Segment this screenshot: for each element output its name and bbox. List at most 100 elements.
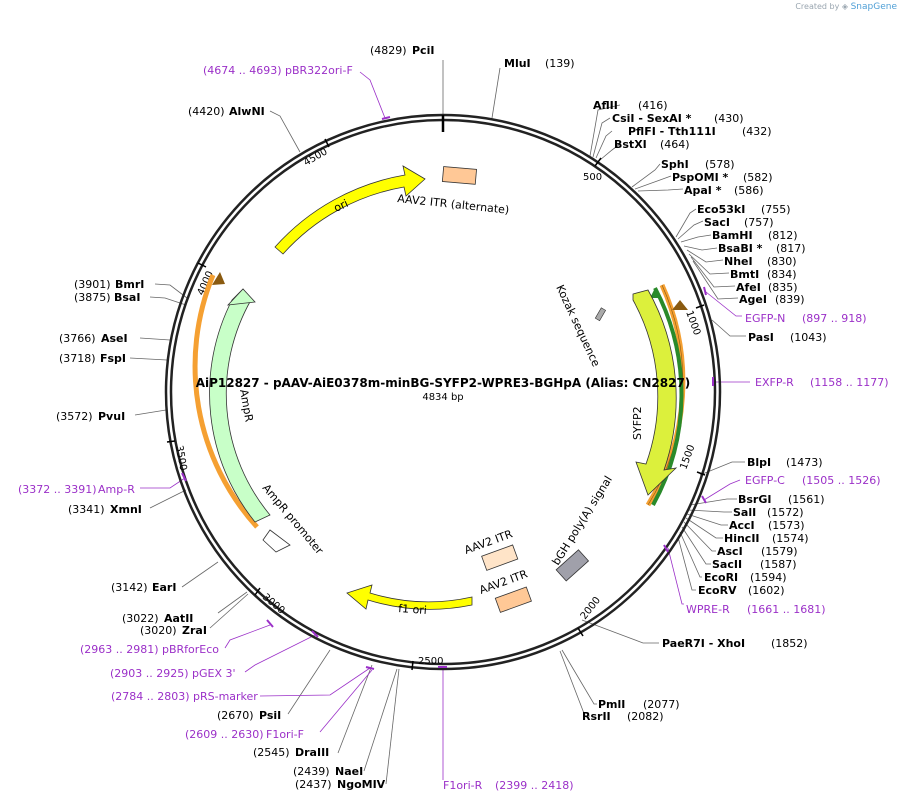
snapgene-brand: Created by ◈ SnapGene [795,2,897,12]
aav2-itr-b-feature [494,586,532,613]
primer-leader-lines [140,71,750,780]
aav2-itr-a-feature [481,544,519,571]
site-pos: (1594) [750,571,787,584]
primer-range: (897 .. 918) [802,312,867,325]
snapgene-name: SnapGene [850,2,897,12]
primer-marks [181,116,714,670]
site-name: ApaI * [684,184,722,197]
site-name: PspOMI * [672,171,729,184]
site-name: AseI [101,332,128,345]
site-pos: (1852) [771,637,808,650]
aav2-itr-alt-label: AAV2 ITR (alternate) [397,192,510,217]
orange-arc-left [192,274,259,529]
primer-range: (1158 .. 1177) [810,376,889,389]
site-pos: (755) [761,203,791,216]
site-pos: (757) [744,216,774,229]
site-pos: (432) [742,125,772,138]
site-name: RsrII [582,710,611,723]
kozak-feature [594,307,607,322]
site-name: BstXI [614,138,647,151]
tick-label-2500: 2500 [418,656,443,667]
bgh-feature [555,549,590,582]
site-pos: (1572) [767,506,804,519]
site-pos: (3020) [140,624,177,637]
site-name: AflII [593,99,618,112]
sygfp-label: SYFP2 [631,406,644,440]
sygfp-feature [632,289,678,496]
site-pos: (817) [776,242,806,255]
plasmid-title: AiP12827 - pAAV-AiE0378m-minBG-SYFP2-WPR… [196,376,691,390]
ori-label: ori [332,197,350,215]
tick-label-3500: 3500 [173,445,188,472]
site-pos: (2077) [643,698,680,711]
site-name: PflFI - Tth111I [628,125,716,138]
site-pos: (582) [743,171,773,184]
orange-arc-left-arrow [212,272,225,285]
primer-name: pBR322ori-F [285,64,353,77]
site-name: BmrI [115,278,144,291]
plasmid-length: 4834 bp [422,392,463,403]
site-name: EcoRV [698,584,737,597]
site-name: CsiI - SexAI * [612,112,692,125]
site-name: PasI [748,331,774,344]
site-pos: (578) [705,158,735,171]
f1ori-feature [346,584,473,610]
primer-name: pBRforEco [162,643,219,656]
snapgene-logo-icon: ◈ [841,2,849,11]
ampr-promoter-feature [262,529,291,553]
site-pos: (1473) [786,456,823,469]
site-pos: (416) [638,99,668,112]
tick-label-2000: 2000 [579,595,603,622]
primer-name: EXFP-R [755,376,794,389]
site-pos: (812) [768,229,798,242]
site-name: SphI [661,158,689,171]
site-name: AccI [729,519,755,532]
orange-arc-right-arrow [672,300,688,310]
site-pos: (3718) [59,352,96,365]
site-name: NgoMIV [337,778,386,791]
sites-right: MluI (139) AflII (416) CsiI - SexAI * (4… [504,57,827,723]
site-name: SacI [704,216,730,229]
site-name: BamHI [712,229,753,242]
site-pos: (3572) [56,410,93,423]
tick-marks [166,138,706,671]
site-name: PmlI [598,698,625,711]
site-name: AscI [717,545,743,558]
site-pos: (1602) [748,584,785,597]
site-pos: (830) [767,255,797,268]
site-pos: (2437) [295,778,332,791]
site-name: FspI [100,352,126,365]
primer-name: F1ori-R [443,779,483,792]
ampr-label: AmpR [237,388,256,423]
tick-label-500: 500 [583,172,602,183]
site-pos: (1587) [760,558,797,571]
f1ori-label: f1 ori [398,602,428,617]
primer-name: EGFP-N [745,312,785,325]
ori-feature [274,165,426,255]
site-pos: (3901) [74,278,111,291]
site-pos: (3022) [122,612,159,625]
site-name: Eco53kI [697,203,745,216]
primer-range: (2784 .. 2803) [111,690,190,703]
primer-name: pGEX 3' [192,667,236,680]
primer-range: (1505 .. 1526) [802,474,881,487]
site-pos: (1573) [768,519,805,532]
site-name: MluI [504,57,531,70]
tick-label-1000: 1000 [683,309,702,337]
site-name: PciI [412,44,434,57]
site-name: DraIII [295,746,329,759]
primer-name: pRS-marker [193,690,258,703]
site-name: BsaI [114,291,140,304]
aav2-itr-alt-feature [441,166,477,185]
site-pos: (2670) [217,709,254,722]
site-pos: (3766) [59,332,96,345]
site-name: NheI [724,255,753,268]
primer-range: (3372 .. 3391) [18,483,97,496]
primer-range: (4674 .. 4693) [203,64,282,77]
site-pos: (3341) [68,503,105,516]
primer-name: F1ori-F [266,728,304,741]
primer-range: (1661 .. 1681) [747,603,826,616]
site-name: BsrGI [738,493,771,506]
site-name: NaeI [335,765,363,778]
